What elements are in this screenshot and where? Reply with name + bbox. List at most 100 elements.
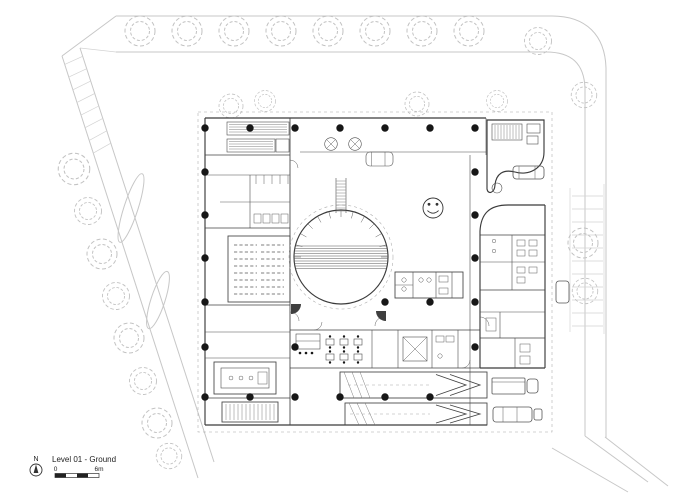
top-right-block <box>491 123 541 194</box>
cafeteria <box>290 329 487 369</box>
hedges <box>117 173 170 330</box>
tree-icon <box>57 152 91 186</box>
dropoff-car-icon <box>365 151 394 167</box>
column-dot <box>471 168 479 176</box>
stair-top-left <box>226 121 290 153</box>
column-dot <box>246 124 254 132</box>
building-walls <box>204 117 546 426</box>
tree-icon <box>406 15 438 47</box>
column-dot <box>291 393 299 401</box>
column-dot <box>291 124 299 132</box>
tree-icon <box>218 15 250 47</box>
title-block: N Level 01 - Ground 0 6m <box>29 455 116 478</box>
column-dot <box>336 124 344 132</box>
column-dot <box>201 124 209 132</box>
skylight-columns <box>324 137 362 151</box>
loading-arrow-icon <box>449 404 482 424</box>
kitchen <box>394 271 464 299</box>
stair-bottom-left <box>221 401 279 423</box>
tree-icon <box>218 93 244 119</box>
door-swing-icon <box>461 359 471 369</box>
north-label: N <box>33 456 38 463</box>
column-dot <box>426 393 434 401</box>
central-hall <box>288 178 394 310</box>
tree-icon <box>570 81 598 109</box>
right-wing-rooms <box>480 234 545 368</box>
column-dot <box>201 211 209 219</box>
tree-icon <box>129 367 157 395</box>
tree-icon <box>404 91 430 117</box>
tree-icon <box>453 15 485 47</box>
loading-arrow-icon <box>435 374 468 396</box>
column-dot <box>381 393 389 401</box>
parked-car-icon <box>555 280 570 304</box>
tree-icon <box>486 90 508 112</box>
column-dot <box>246 393 254 401</box>
column-dot <box>201 254 209 262</box>
tree-icon <box>524 27 552 55</box>
column-dot <box>471 124 479 132</box>
loading-bays <box>339 371 488 426</box>
column-dot <box>381 298 389 306</box>
truck-icon <box>491 377 539 395</box>
door-swing-icon <box>289 311 300 322</box>
workshop-room <box>213 361 277 395</box>
tree-icon <box>124 15 156 47</box>
scale-bar: 0 6m <box>54 466 104 478</box>
door-swing-icon <box>289 159 299 169</box>
truck-icon <box>492 406 543 423</box>
elevator-core <box>402 336 428 362</box>
column-dot <box>201 298 209 306</box>
tree-icon <box>155 442 183 470</box>
tree-icon <box>567 227 599 259</box>
column-dot <box>336 393 344 401</box>
roof-overhang-dashed <box>197 111 553 433</box>
tree-icon <box>74 197 102 225</box>
door-swing-icon <box>313 321 323 331</box>
circle-x-icon <box>348 137 362 151</box>
parking-stalls <box>555 184 605 334</box>
tree-icon <box>265 15 297 47</box>
column-dot <box>201 168 209 176</box>
ramp-bridge <box>335 178 347 213</box>
tree-icon <box>254 90 276 112</box>
stage-hatch <box>294 245 388 269</box>
north-arrow-icon: N <box>29 456 43 477</box>
radial-ticks <box>294 210 388 258</box>
tree-icon <box>141 407 173 439</box>
car-icon <box>512 165 545 180</box>
tree-icon <box>171 15 203 47</box>
hedge-icon <box>146 270 170 330</box>
drawing-title: Level 01 - Ground <box>52 455 116 464</box>
tree-icon <box>359 15 391 47</box>
column-dot <box>291 343 299 351</box>
column-dot <box>381 124 389 132</box>
auditorium <box>227 235 291 303</box>
column-grid <box>201 124 479 401</box>
tree-icon <box>86 238 118 270</box>
loading-arrow-icon <box>435 404 468 424</box>
column-dot <box>201 393 209 401</box>
circle-x-icon <box>324 137 338 151</box>
column-dot <box>471 254 479 262</box>
scale-end-label: 6m <box>94 466 103 473</box>
column-dot <box>426 298 434 306</box>
left-wing-rooms <box>205 154 290 399</box>
smiley-face-icon <box>422 197 444 219</box>
tree-icon <box>113 322 145 354</box>
loading-arrow-icon <box>449 374 482 396</box>
column-dot <box>471 298 479 306</box>
crosswalk-hatch <box>64 55 111 154</box>
column-dot <box>426 124 434 132</box>
doors <box>289 159 490 369</box>
door-swing-icon <box>376 311 386 321</box>
tree-icon <box>312 15 344 47</box>
tree-icon <box>102 282 130 310</box>
column-dot <box>471 211 479 219</box>
cafe-tables <box>325 335 363 364</box>
hedge-icon <box>117 173 145 243</box>
column-dot <box>471 343 479 351</box>
column-dot <box>201 343 209 351</box>
